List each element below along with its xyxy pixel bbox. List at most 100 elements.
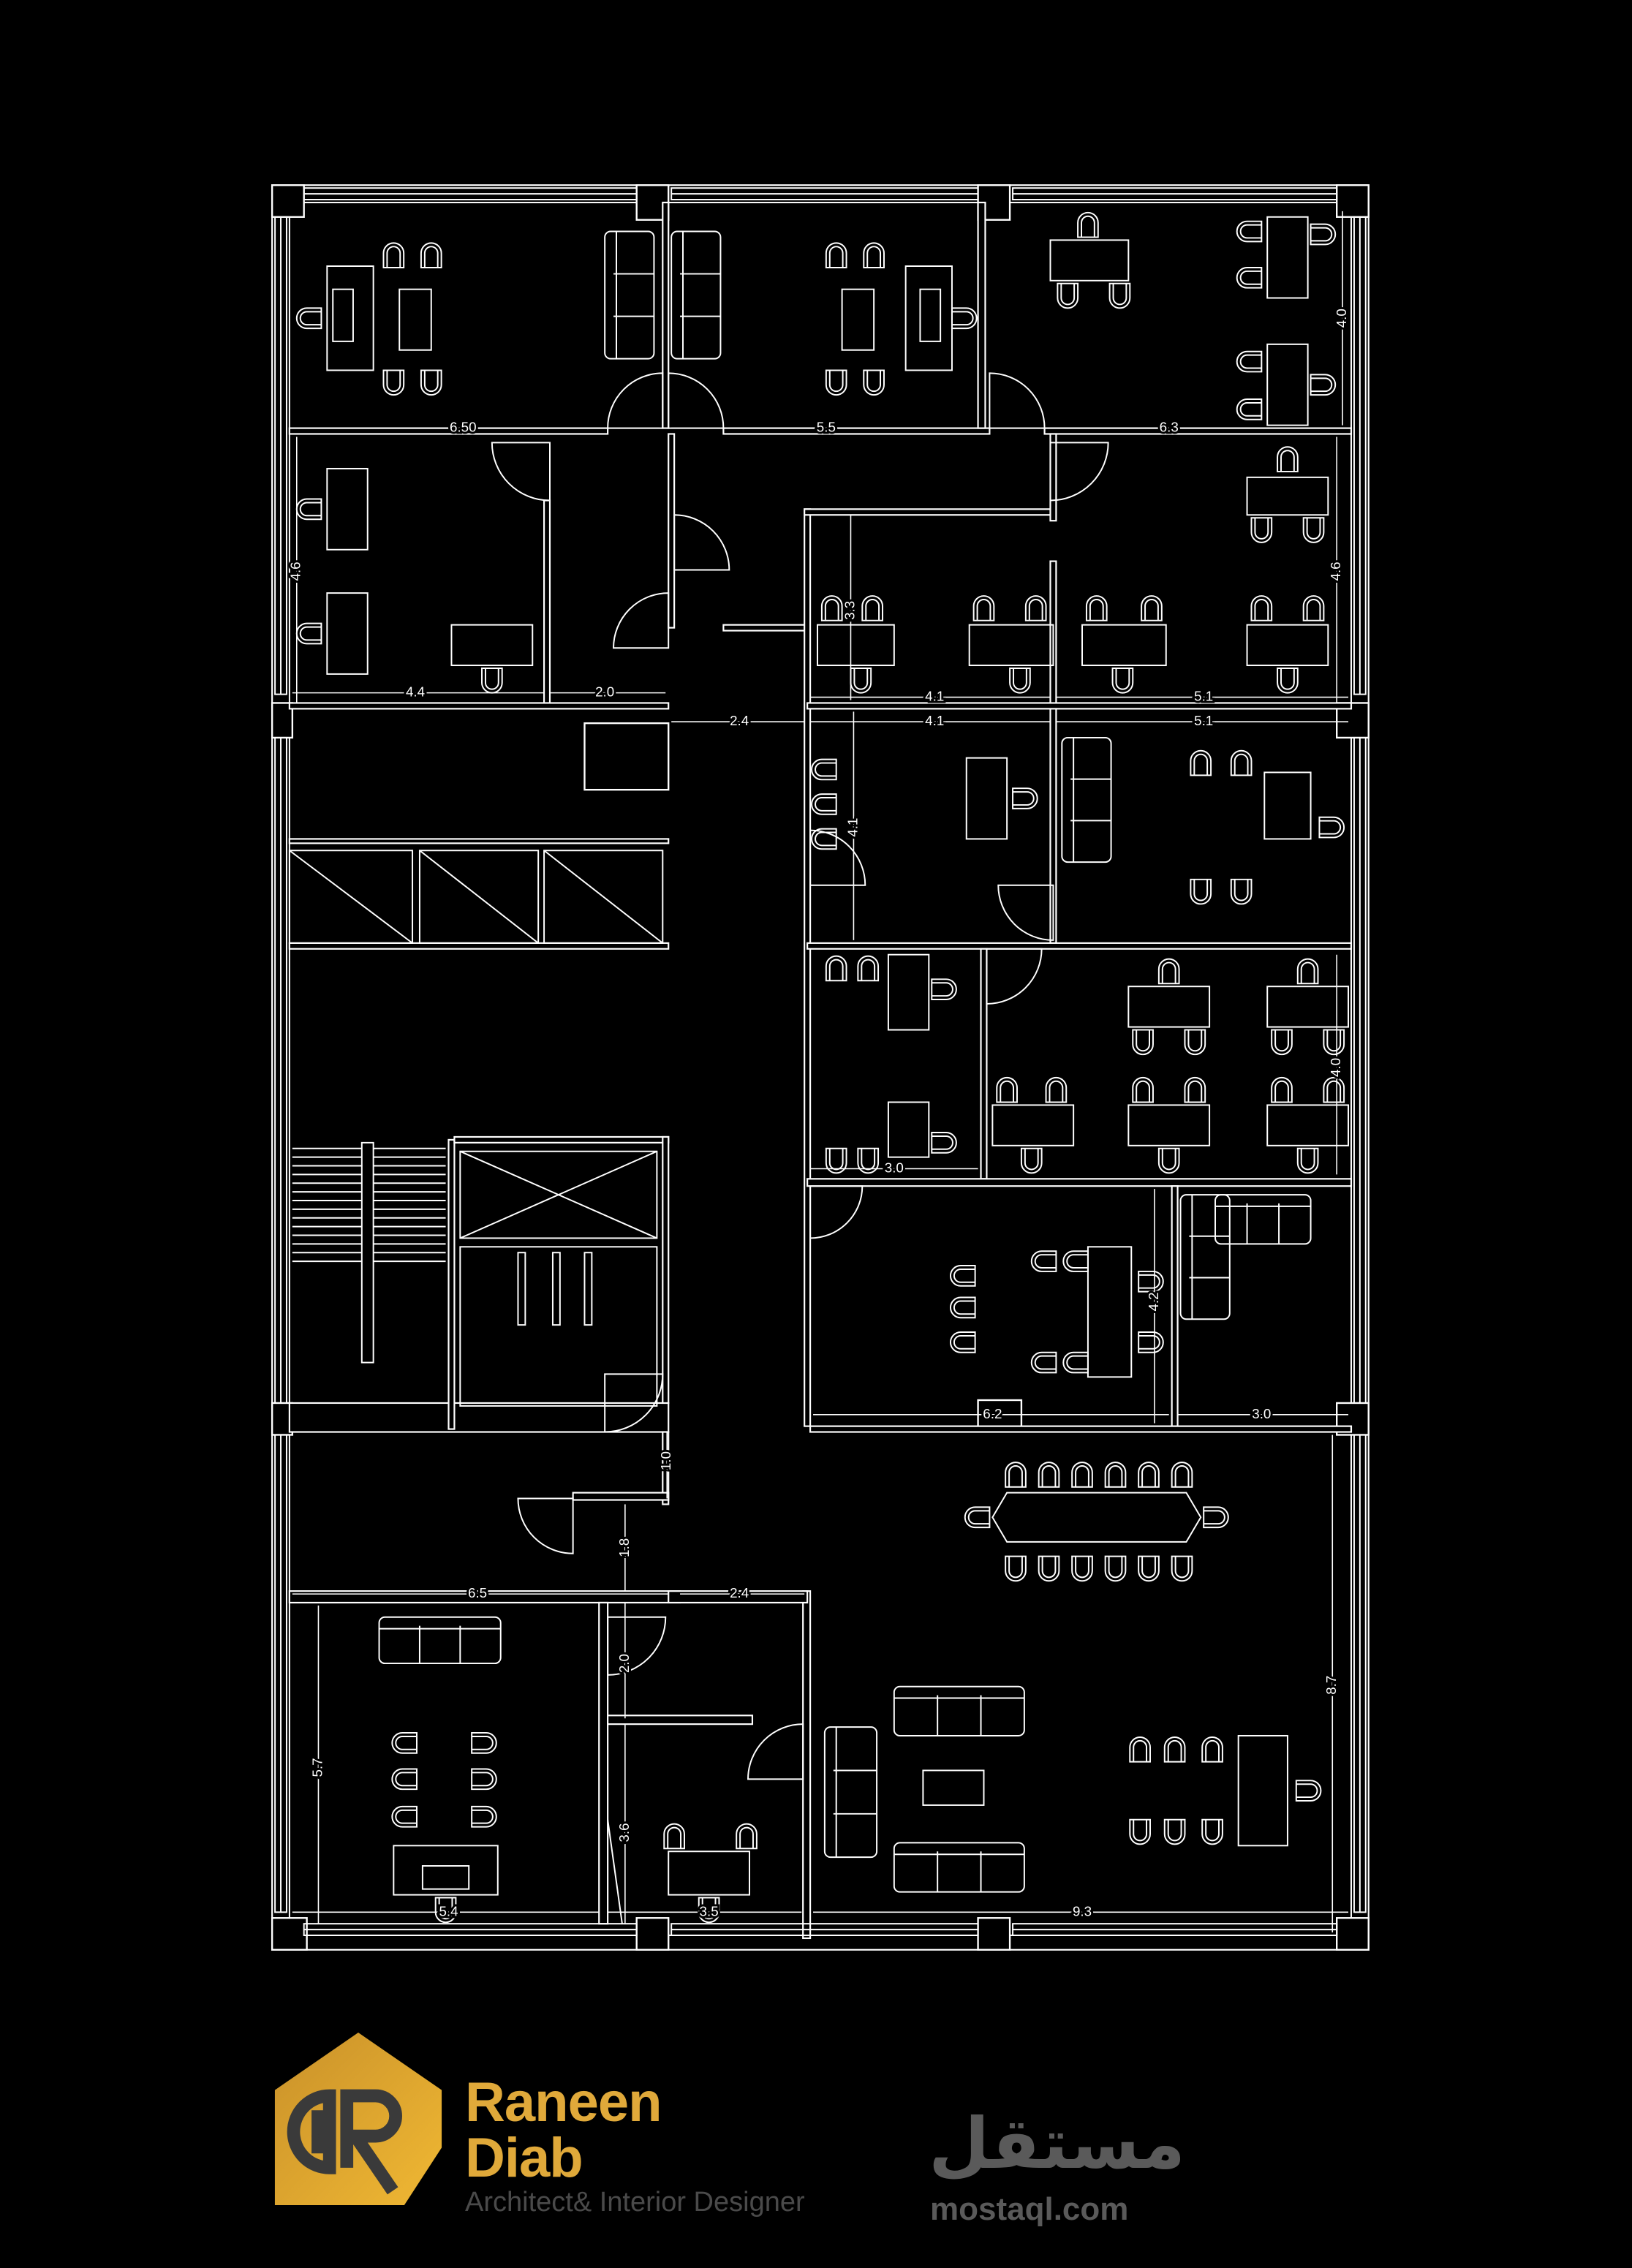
chair-back xyxy=(825,955,847,982)
chair-back xyxy=(1138,1555,1160,1582)
chair xyxy=(1020,1147,1043,1174)
chair-seat xyxy=(866,370,882,393)
chair-seat xyxy=(1115,668,1130,690)
conference-table xyxy=(991,1492,1202,1543)
chair-seat xyxy=(1041,1556,1057,1579)
chair xyxy=(1024,595,1047,621)
chair-back xyxy=(931,978,957,1001)
chair-back xyxy=(1236,220,1263,243)
chair-seat xyxy=(386,370,401,393)
interior-wall xyxy=(662,201,670,429)
chair-back xyxy=(1302,517,1325,543)
chair-back xyxy=(1302,595,1325,621)
desk xyxy=(887,953,930,1031)
chair-back xyxy=(1271,1076,1293,1103)
chair xyxy=(1184,1029,1206,1056)
dimension-label: 5.4 xyxy=(439,1903,458,1919)
chair-seat xyxy=(1306,518,1321,540)
chair xyxy=(950,1265,976,1287)
chair-back xyxy=(820,595,843,621)
chair xyxy=(1038,1462,1060,1488)
chair-back xyxy=(1038,1555,1060,1582)
chair xyxy=(391,1805,418,1828)
chair xyxy=(1062,1351,1089,1374)
dimension-label: 3.0 xyxy=(885,1160,904,1175)
chair-seat xyxy=(828,959,844,981)
elevator-divider xyxy=(517,1252,526,1326)
chair-seat xyxy=(1161,961,1176,984)
chair xyxy=(1203,1506,1229,1529)
interior-wall xyxy=(806,942,1353,950)
chair-seat xyxy=(1000,1080,1015,1103)
chair xyxy=(1057,282,1079,309)
chair-back xyxy=(996,1076,1018,1103)
chair-back xyxy=(1138,1331,1164,1353)
chair-seat xyxy=(1234,879,1249,901)
column xyxy=(271,1917,308,1951)
chair xyxy=(1038,1555,1060,1582)
chair-back xyxy=(1030,1250,1057,1272)
dimension-label: 3.0 xyxy=(1252,1406,1271,1421)
furniture xyxy=(295,211,1350,1924)
desk xyxy=(393,1845,499,1896)
chair-seat xyxy=(472,1772,494,1787)
chair-seat xyxy=(1167,1819,1182,1842)
chair-seat xyxy=(1274,1029,1289,1052)
dimension-label: 6.2 xyxy=(983,1406,1002,1421)
dimension-label: 5.5 xyxy=(817,420,836,435)
chair-seat xyxy=(815,797,836,812)
interior-wall xyxy=(804,508,812,1427)
chair xyxy=(1302,595,1325,621)
chair xyxy=(663,1823,685,1850)
desk xyxy=(1263,771,1312,840)
dimension-label: 5.1 xyxy=(1194,689,1213,704)
chair xyxy=(1129,1818,1151,1845)
chair-back xyxy=(857,955,880,982)
chair xyxy=(1111,667,1134,694)
chair-back xyxy=(1236,350,1263,373)
chair xyxy=(825,369,847,396)
chair-back xyxy=(951,307,978,330)
chair-back xyxy=(1138,1270,1164,1293)
chair xyxy=(1005,1555,1027,1582)
chair xyxy=(1250,595,1273,621)
chair xyxy=(420,369,442,396)
chair xyxy=(1163,1818,1186,1845)
chair-back xyxy=(1057,282,1079,309)
elevator-shaft xyxy=(459,1150,658,1239)
chair xyxy=(1085,595,1108,621)
desk xyxy=(450,624,534,667)
chair-seat xyxy=(423,370,439,393)
chair-seat xyxy=(1280,450,1295,472)
chair-back xyxy=(1250,517,1273,543)
door-swing xyxy=(607,372,664,429)
interior-wall xyxy=(598,1601,609,1925)
chair-seat xyxy=(1041,1465,1057,1487)
lobby-box xyxy=(459,1246,658,1407)
chair-seat xyxy=(395,1809,417,1824)
chair xyxy=(698,1897,720,1924)
chair-back xyxy=(391,1805,418,1828)
chair-seat xyxy=(953,1268,975,1283)
sofa xyxy=(378,1616,502,1665)
door-swing xyxy=(604,1373,664,1433)
chair-back xyxy=(1190,749,1212,776)
ramp-line xyxy=(607,1819,623,1924)
chair xyxy=(1236,350,1263,373)
chair xyxy=(811,793,837,815)
chair xyxy=(1271,1076,1293,1103)
chair-back xyxy=(1062,1351,1089,1374)
dimension-label: 4.6 xyxy=(1328,562,1343,581)
dimension-label: 6.3 xyxy=(1160,420,1179,435)
chair-seat xyxy=(395,1772,417,1787)
chair-back xyxy=(698,1897,720,1924)
chair-seat xyxy=(951,311,974,326)
dimension-label: 2.4 xyxy=(730,713,749,728)
chair-seat xyxy=(1239,401,1262,417)
chair-back xyxy=(471,1732,497,1754)
sofa xyxy=(1179,1194,1231,1320)
chair-seat xyxy=(932,1135,953,1150)
chair xyxy=(1077,211,1099,238)
